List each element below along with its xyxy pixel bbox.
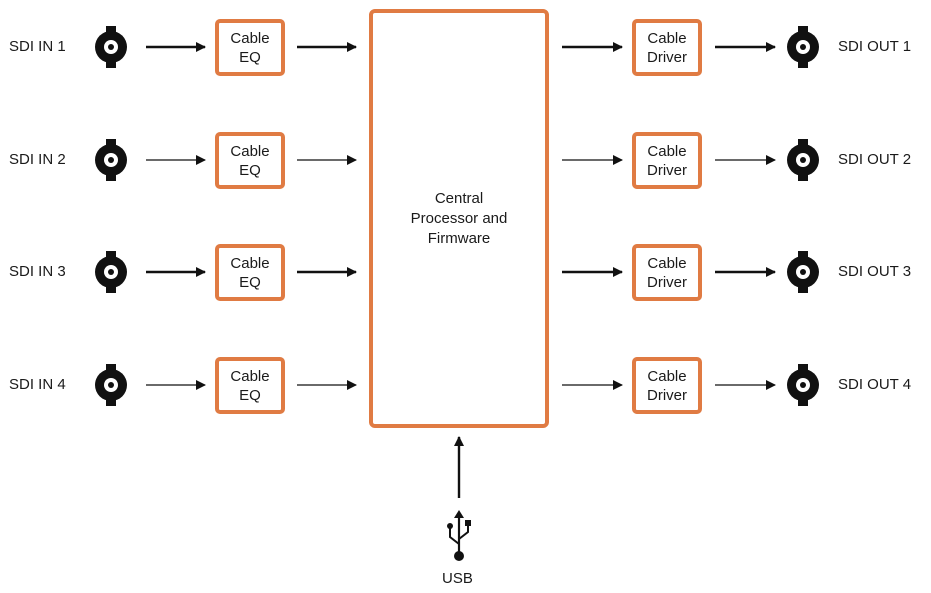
cable-driver-box-3: Cable Driver: [632, 244, 702, 301]
cable-eq-box-3-line1: Cable: [230, 254, 270, 272]
usb-icon: [447, 510, 471, 561]
cable-eq-box-1-line2: EQ: [239, 48, 261, 66]
cable-driver-box-4: Cable Driver: [632, 357, 702, 414]
sdi-in-4-label: SDI IN 4: [9, 376, 66, 393]
cable-eq-box-2-line2: EQ: [239, 161, 261, 179]
cable-driver-box-1-line2: Driver: [647, 48, 687, 66]
sdi-out-1-label: SDI OUT 1: [838, 38, 912, 55]
sdi-in-3-label: SDI IN 3: [9, 263, 66, 280]
cable-driver-box-2-line1: Cable: [647, 142, 687, 160]
bnc-connector-icon: [787, 364, 819, 406]
cable-eq-box-1-line1: Cable: [230, 29, 270, 47]
sdi-in-2-label: SDI IN 2: [9, 151, 66, 168]
cable-eq-box-4: Cable EQ: [215, 357, 285, 414]
central-processor-line2: Processor and: [410, 209, 508, 227]
cable-driver-box-3-line1: Cable: [647, 254, 687, 272]
cable-driver-box-3-line2: Driver: [647, 273, 687, 291]
cable-driver-box-1: Cable Driver: [632, 19, 702, 76]
central-processor-line1: Central: [434, 189, 484, 207]
sdi-out-2-label: SDI OUT 2: [838, 151, 912, 168]
bnc-connector-icon: [787, 139, 819, 181]
bnc-connector-icon: [787, 251, 819, 293]
cable-eq-box-1: Cable EQ: [215, 19, 285, 76]
central-processor-line3: Firmware: [427, 229, 491, 247]
cable-eq-box-2-line1: Cable: [230, 142, 270, 160]
cable-eq-box-4-line2: EQ: [239, 386, 261, 404]
cable-driver-box-4-line2: Driver: [647, 386, 687, 404]
sdi-out-4-label: SDI OUT 4: [838, 376, 912, 393]
bnc-connector-icon: [95, 26, 127, 68]
sdi-out-3-label: SDI OUT 3: [838, 263, 912, 280]
cable-eq-box-3: Cable EQ: [215, 244, 285, 301]
sdi-in-1-label: SDI IN 1: [9, 38, 66, 55]
cable-eq-box-3-line2: EQ: [239, 273, 261, 291]
bnc-connector-icon: [95, 139, 127, 181]
bnc-connector-icon: [95, 251, 127, 293]
cable-eq-box-2: Cable EQ: [215, 132, 285, 189]
central-processor-box: Central Processor and Firmware: [369, 9, 549, 428]
cable-driver-box-4-line1: Cable: [647, 367, 687, 385]
cable-driver-box-1-line1: Cable: [647, 29, 687, 47]
bnc-connector-icon: [95, 364, 127, 406]
cable-driver-box-2-line2: Driver: [647, 161, 687, 179]
cable-eq-box-4-line1: Cable: [230, 367, 270, 385]
cable-driver-box-2: Cable Driver: [632, 132, 702, 189]
usb-label: USB: [442, 570, 473, 587]
bnc-connector-icon: [787, 26, 819, 68]
